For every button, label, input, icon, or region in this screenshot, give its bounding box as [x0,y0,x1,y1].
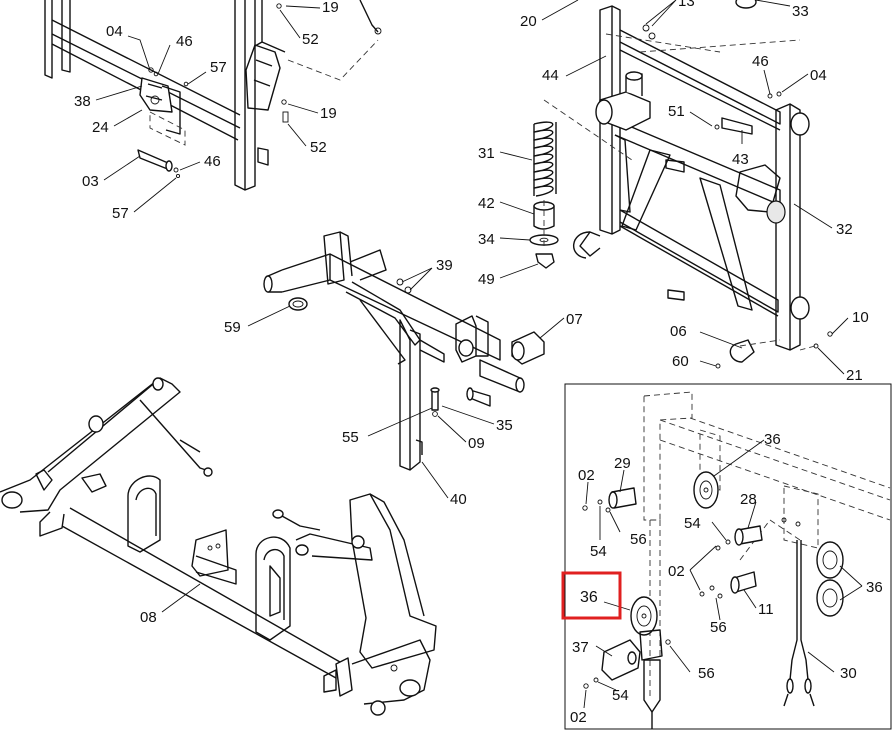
callout-19: 19 [322,0,339,16]
callout-44: 44 [542,67,559,84]
callout-30: 30 [840,665,857,682]
callout-19: 19 [320,105,337,122]
callout-02: 02 [578,467,595,484]
callout-10: 10 [852,309,869,326]
callout-51: 51 [668,103,685,120]
callout-46: 46 [204,153,221,170]
callout-56: 56 [698,665,715,682]
callout-33: 33 [792,3,809,20]
highlighted-callout-36: 36 [580,589,598,606]
callout-03: 03 [82,173,99,190]
callout-21: 21 [846,367,863,384]
callout-04: 04 [106,23,123,40]
callout-07: 07 [566,311,583,328]
callout-60: 60 [672,353,689,370]
callout-59: 59 [224,319,241,336]
callout-52: 52 [302,31,319,48]
callout-39: 39 [436,257,453,274]
callout-29: 29 [614,455,631,472]
callout-52: 52 [310,139,327,156]
callout-57: 57 [112,205,129,222]
callout-42: 42 [478,195,495,212]
callout-02: 02 [668,563,685,580]
callout-49: 49 [478,271,495,288]
callout-06: 06 [670,323,687,340]
callout-54: 54 [590,543,607,560]
callout-31: 31 [478,145,495,162]
callout-46: 46 [176,33,193,50]
callout-32: 32 [836,221,853,238]
callout-54: 54 [612,687,629,704]
spring-stack [529,99,633,269]
callout-36: 36 [764,431,781,448]
callout-40: 40 [450,491,467,508]
rear-frame-assembly [573,0,833,369]
upright-frame-assembly [44,0,382,191]
callout-13: 13 [678,0,695,10]
callout-37: 37 [572,639,589,656]
callout-55: 55 [342,429,359,446]
callout-08: 08 [140,609,157,626]
callout-46: 46 [752,53,769,70]
leader-lines [95,0,863,709]
highlight-box [561,571,622,620]
callout-34: 34 [478,231,495,248]
pulley-detail-inset [564,383,892,730]
callout-09: 09 [468,435,485,452]
center-crossbar-assembly [263,231,545,471]
callout-38: 38 [74,93,91,110]
callout-labels: 04 46 57 38 24 03 46 57 19 52 19 52 20 1… [74,0,883,726]
callout-56: 56 [630,531,647,548]
callout-43: 43 [732,151,749,168]
callout-35: 35 [496,417,513,434]
callout-56: 56 [710,619,727,636]
main-base-frame [0,377,437,716]
callout-54: 54 [684,515,701,532]
callout-57: 57 [210,59,227,76]
callout-36: 36 [866,579,883,596]
callout-28: 28 [740,491,757,508]
callout-20: 20 [520,13,537,30]
callout-24: 24 [92,119,109,136]
callout-11: 11 [758,601,774,618]
callout-04: 04 [810,67,827,84]
callout-02: 02 [570,709,587,726]
